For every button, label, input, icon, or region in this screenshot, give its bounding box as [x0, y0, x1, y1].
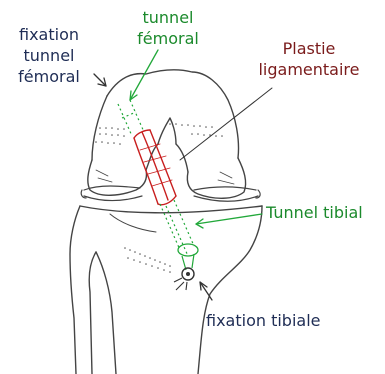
label-plastie-ligamentaire: Plastie ligamentaire: [243, 38, 375, 80]
tibial-tunnel: [160, 200, 194, 256]
ligament-graft: [134, 130, 176, 205]
label-line: tunnel: [8, 45, 90, 66]
label-line: fixation: [8, 24, 90, 45]
label-line: Tunnel tibial: [266, 202, 384, 223]
label-fixation-tunnel-femoral: fixation tunnel fémoral: [8, 24, 90, 87]
label-line: fémoral: [126, 28, 210, 49]
tibial-fixation-screw: [174, 268, 194, 290]
label-fixation-tibiale: fixation tibiale: [206, 310, 356, 331]
tibial-bone-dots: [124, 247, 171, 273]
femur: [88, 70, 246, 198]
annotation-arrows: [94, 50, 272, 300]
tibial-tunnel-opening: [178, 244, 198, 256]
label-line: tunnel: [126, 7, 210, 28]
label-line: fémoral: [8, 66, 90, 87]
tibia: [70, 206, 262, 374]
label-tunnel-femoral: tunnel fémoral: [126, 7, 210, 49]
label-tunnel-tibial: Tunnel tibial: [266, 202, 384, 223]
label-line: Plastie: [243, 38, 375, 59]
femoral-tunnel: [118, 100, 144, 136]
label-line: ligamentaire: [243, 59, 375, 80]
label-line: fixation tibiale: [206, 310, 356, 331]
